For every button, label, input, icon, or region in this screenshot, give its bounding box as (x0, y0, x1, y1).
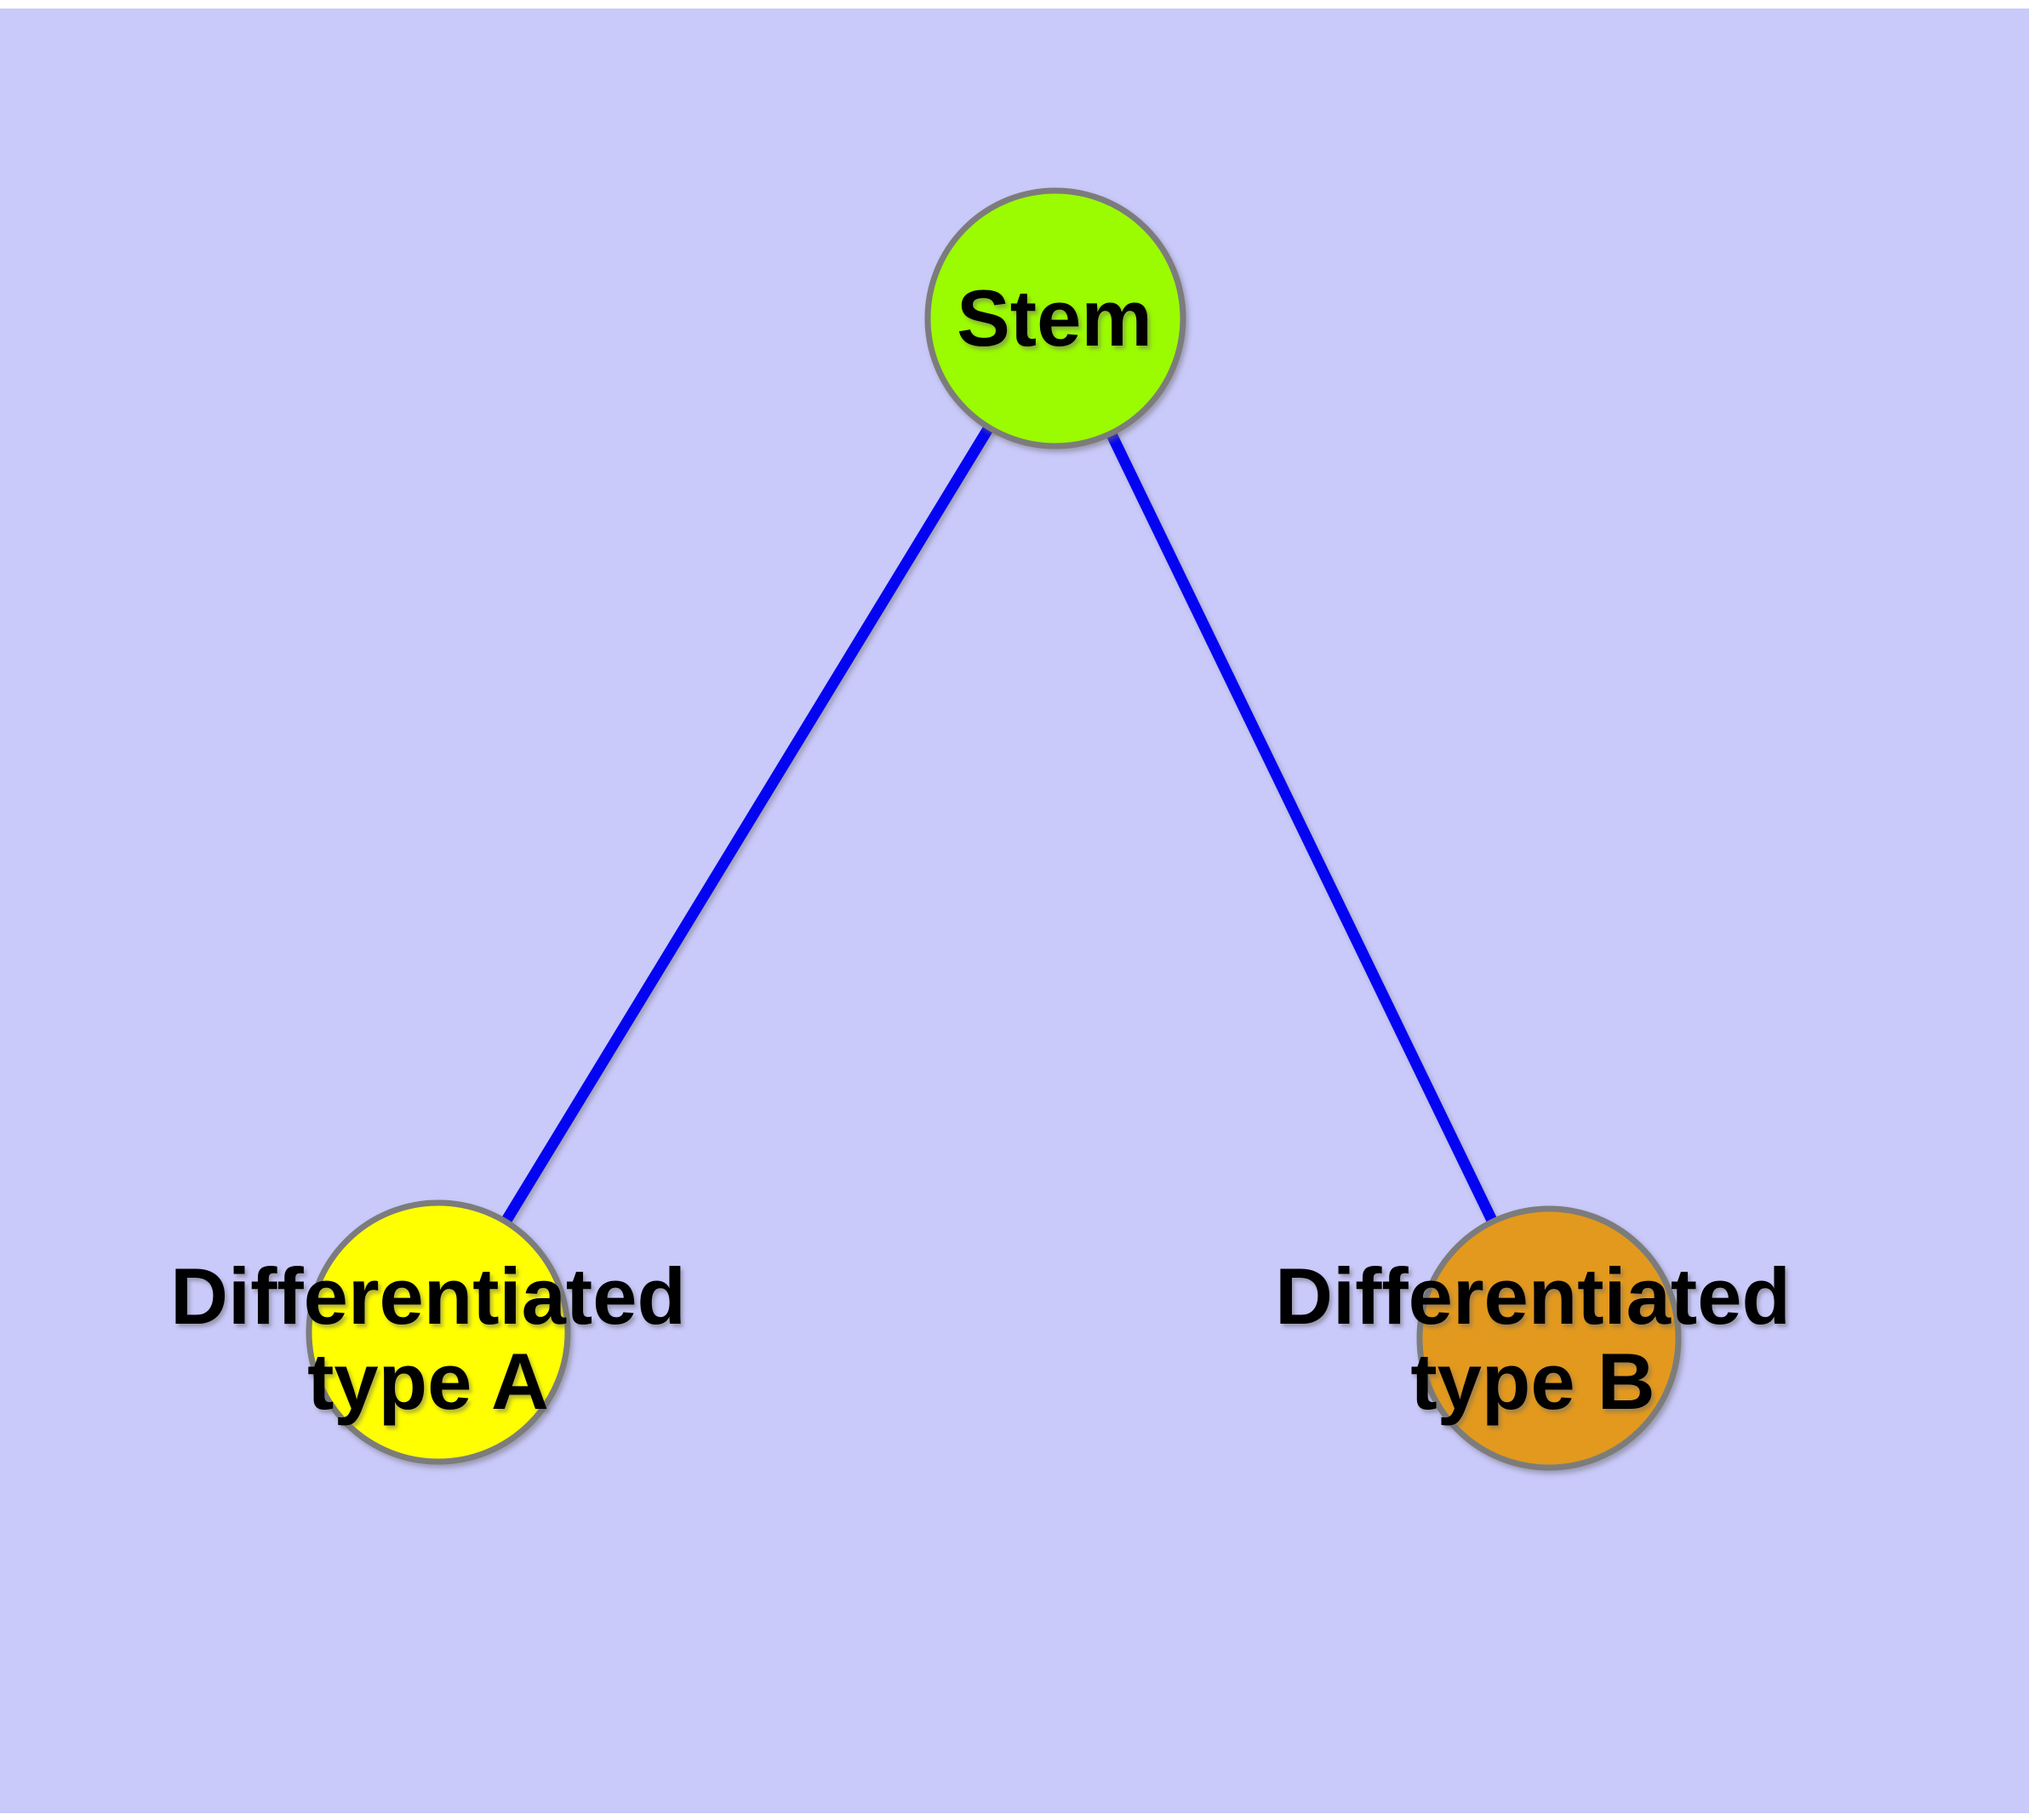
node-label-differentiated-type-b: Differentiated type B (1275, 1254, 1791, 1424)
node-label-type-a-line1: Differentiated (170, 1251, 686, 1341)
node-stem (924, 187, 1186, 449)
edge-stem-to-type-b (1050, 316, 1554, 1341)
node-label-type-b-line2: type B (1410, 1336, 1655, 1426)
node-differentiated-type-b (1416, 1205, 1682, 1471)
node-label-type-b-line1: Differentiated (1275, 1251, 1791, 1341)
edge-stem-to-type-a (433, 315, 1060, 1336)
node-label-stem: Stem (957, 276, 1152, 361)
node-label-differentiated-type-a: Differentiated type A (170, 1254, 686, 1424)
node-differentiated-type-a (306, 1199, 571, 1465)
node-label-type-a-line2: type A (307, 1336, 549, 1426)
node-label-stem-line1: Stem (957, 273, 1152, 363)
